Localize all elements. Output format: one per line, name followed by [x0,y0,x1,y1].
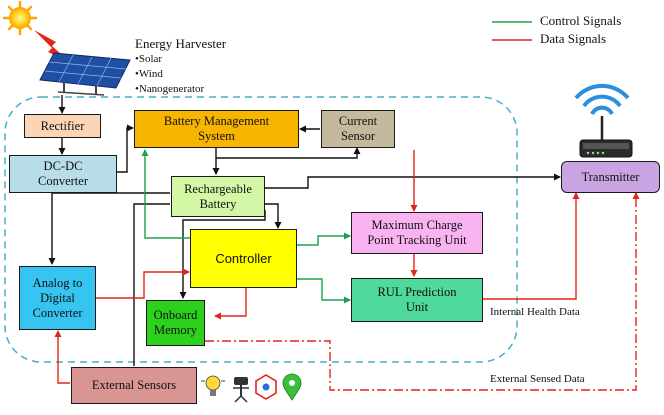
battery-block: Rechargeable Battery [171,176,265,217]
control-connections [141,149,351,304]
bms-to-current-sensor [216,147,361,159]
dcdc-to-bms [117,124,134,173]
controller-memory-link [214,282,250,320]
memory-block: Onboard Memory [146,300,205,346]
adc-block: Analog to Digital Converter [19,266,96,330]
controller-block: Controller [190,229,297,288]
current-sensor-block: Current Sensor [321,110,395,148]
controller-label: Controller [215,250,272,266]
adc-to-controller [96,268,190,299]
bms-block: Battery Management System [134,110,299,148]
battery-to-adc [48,192,170,265]
bms-label-line2: System [198,129,235,143]
adc-label-line2: Digital [40,290,75,305]
router-icon [574,83,633,158]
system-boundary [4,96,518,363]
transmitter-block: Transmitter [561,161,660,193]
battery-to-sensors-bus [133,203,170,366]
battery-label-line2: Battery [199,196,237,211]
sensor-icons [201,373,302,403]
controller-to-bms [141,149,190,239]
rul-to-transmitter [483,192,580,300]
bms-label-line1: Battery Management [163,114,270,128]
adc-label-line3: Converter [32,305,83,320]
rul-label-line2: Unit [405,300,429,314]
external-sensors-block: External Sensors [71,367,197,404]
external-sensors-label: External Sensors [91,378,177,392]
mcpt-block: Maximum Charge Point Tracking Unit [351,212,483,254]
rectifier-block: Rectifier [24,114,101,138]
dcdc-label-line2: Converter [38,174,88,188]
controller-to-mcpt [297,232,351,246]
current-sensor-label-line2: Sensor [340,129,376,143]
external-sensed-data-label: External Sensed Data [490,373,585,385]
harvester-item-nanogenerator: •Nanogenerator [135,83,205,95]
robot-sensor-icon [233,377,249,403]
memory-label-line1: Onboard [153,308,198,322]
internal-health-data-label: Internal Health Data [490,306,580,318]
controller-to-rul [297,278,351,304]
battery-to-transmitter [265,173,561,189]
dcdc-label-line1: DC-DC [43,159,83,173]
mcpt-label-line2: Point Tracking Unit [367,233,467,247]
solar-panel-icon [39,52,131,96]
power-connections [48,95,561,366]
hexagon-sensor-icon [255,374,277,400]
memory-label-line2: Memory [153,323,198,337]
harvester-title: Energy Harvester [135,36,227,51]
battery-label-line1: Rechargeable [184,181,252,196]
mcpt-label-line1: Maximum Charge [371,218,463,232]
harvester-item-solar: •Solar [135,53,163,65]
legend [492,21,532,41]
legend-data-label: Data Signals [540,31,607,46]
dcdc-converter-block: DC-DC Converter [9,155,117,193]
bulb-sensor-icon [201,375,225,396]
rectifier-label: Rectifier [40,118,85,133]
current-sensor-label-line1: Current [338,114,378,128]
harvester-item-wind: •Wind [135,68,163,80]
memory-to-transmitter [205,192,640,391]
adc-label-line1: Analog to [32,275,83,290]
transmitter-label: Transmitter [581,169,640,184]
battery-to-controller [265,203,282,229]
rul-label-line1: RUL Prediction [377,285,457,299]
rul-block: RUL Prediction Unit [351,278,483,322]
battery-to-memory [179,210,266,299]
data-connections [54,150,640,391]
location-pin-icon [282,373,302,401]
sensors-to-adc [54,330,70,384]
legend-control-label: Control Signals [540,13,622,28]
sun-icon [2,0,38,36]
